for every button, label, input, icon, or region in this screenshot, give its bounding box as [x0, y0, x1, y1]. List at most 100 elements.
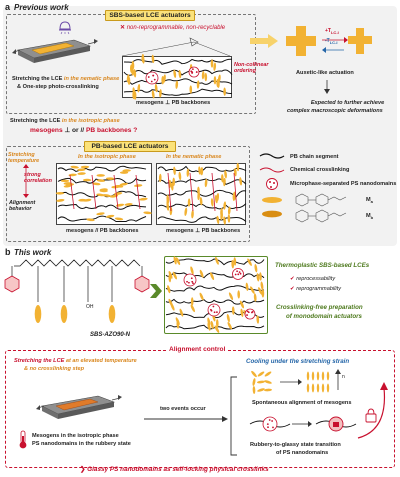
mesogen-disordered — [252, 378, 256, 386]
mesogen — [119, 182, 128, 186]
question-line: mesogens ⊥ or // PB backbones ? — [30, 127, 138, 134]
mesogen-aligned — [306, 371, 310, 381]
network-box — [164, 256, 268, 334]
mesogen — [99, 189, 108, 193]
mesogen — [78, 198, 87, 202]
ps-dot — [191, 68, 194, 71]
mesogen — [190, 304, 196, 313]
pb-chain — [57, 215, 147, 223]
pb-chain — [165, 272, 265, 279]
mesogen — [119, 171, 129, 174]
mesogen — [190, 266, 194, 275]
mesogen — [178, 171, 182, 181]
mesogen — [239, 300, 245, 309]
mesogen-disordered — [252, 386, 256, 394]
in-isotropic-label: In the isotropic phase — [78, 154, 136, 160]
mesogen-aligned — [321, 371, 325, 381]
mesogen — [210, 59, 214, 68]
pb-chain — [165, 258, 265, 266]
mesogen — [179, 308, 184, 317]
mesogen — [173, 256, 177, 265]
mesogen — [82, 178, 92, 182]
mesogen — [201, 70, 205, 80]
mesogen — [231, 306, 235, 315]
pb-title-tag: PB-based LCE actuators — [84, 141, 176, 152]
legend-mb: Mb — [366, 213, 374, 221]
mesogen — [191, 210, 194, 219]
mesogen-aligned — [316, 371, 320, 381]
mesogen — [133, 69, 137, 78]
ps-nanodomain — [262, 416, 278, 432]
stretch-nematic-line2: & One-step photo-crosslinking — [17, 84, 99, 90]
mesogen — [196, 80, 200, 89]
mesogen — [228, 292, 234, 301]
mesogen — [227, 214, 231, 223]
mesogen — [106, 214, 115, 218]
mesogen-side-group — [34, 305, 42, 323]
mesogen — [77, 168, 86, 172]
mesogen — [210, 272, 215, 280]
styrene-ring — [4, 275, 20, 293]
backbone — [14, 259, 141, 267]
mesogen — [96, 174, 105, 177]
polymer-label: SBS-AZO90-N — [90, 332, 131, 338]
tlc-plus: +TLC-I — [325, 28, 339, 35]
rubbery-l2: of PS nanodomains — [276, 450, 329, 456]
no-crosslink-line: & no crosslinking step — [24, 366, 84, 372]
mesogen — [226, 314, 230, 323]
ps-nanodomain — [183, 273, 197, 287]
mesogen — [175, 257, 181, 265]
legend-symbols — [259, 153, 285, 218]
panel-b-letter: b — [5, 247, 11, 257]
microstructure-isotropic — [55, 165, 152, 223]
mesogen-aligned — [311, 383, 315, 393]
ps-dot — [238, 271, 241, 274]
mesogen — [207, 322, 211, 331]
in-nematic-label: In the nematic phase — [166, 154, 222, 160]
mesogen — [65, 183, 75, 187]
mesogen — [223, 177, 226, 187]
bracket — [230, 376, 237, 456]
mesogen-disordered — [264, 380, 272, 384]
pb-chain — [123, 88, 233, 96]
mesogen — [216, 215, 220, 225]
mesogen-aligned — [321, 383, 325, 393]
cooling-label: Cooling under the stretching strain — [246, 358, 350, 365]
mesogen — [190, 297, 194, 306]
ps-dot — [267, 426, 269, 429]
pb-chain — [157, 216, 247, 223]
mesogen — [143, 211, 152, 215]
mesogen-side-group — [108, 305, 116, 323]
mesogen — [214, 194, 218, 204]
ps-dot — [268, 419, 271, 421]
arrow-head — [308, 421, 312, 427]
ps-dot — [271, 420, 274, 422]
auxetic-label: Auxetic-like actuation — [296, 70, 354, 76]
mesogen-disordered — [257, 371, 265, 377]
chemical-crosslink — [167, 172, 172, 212]
thermo-title: Thermoplastic SBS-based LCEs — [275, 262, 370, 269]
ps-nanodomain — [207, 303, 221, 317]
mesogen — [80, 165, 90, 169]
mesogen — [96, 193, 105, 197]
mesogen-aligned — [306, 383, 310, 393]
mesogen — [259, 272, 262, 281]
director-head — [335, 369, 341, 374]
director-label: n — [342, 374, 345, 380]
crosslink-free-l2: of monodomain actuators — [286, 313, 362, 320]
mesogen-disordered — [251, 370, 257, 378]
chemical-crosslink — [233, 172, 238, 212]
mesogen — [199, 196, 203, 206]
mesogen — [151, 90, 155, 99]
mesogen — [213, 62, 217, 71]
ps-dot — [213, 311, 216, 314]
legend-chemical: Chemical crosslinking — [290, 167, 350, 173]
mesogen — [221, 174, 224, 183]
mesogen-disordered — [257, 388, 265, 392]
expected-line1: Expected to further achieve — [310, 100, 385, 106]
ps-dot — [147, 76, 150, 78]
mesogen — [133, 184, 143, 187]
mesogen — [137, 83, 141, 93]
ps-dot — [191, 280, 194, 283]
